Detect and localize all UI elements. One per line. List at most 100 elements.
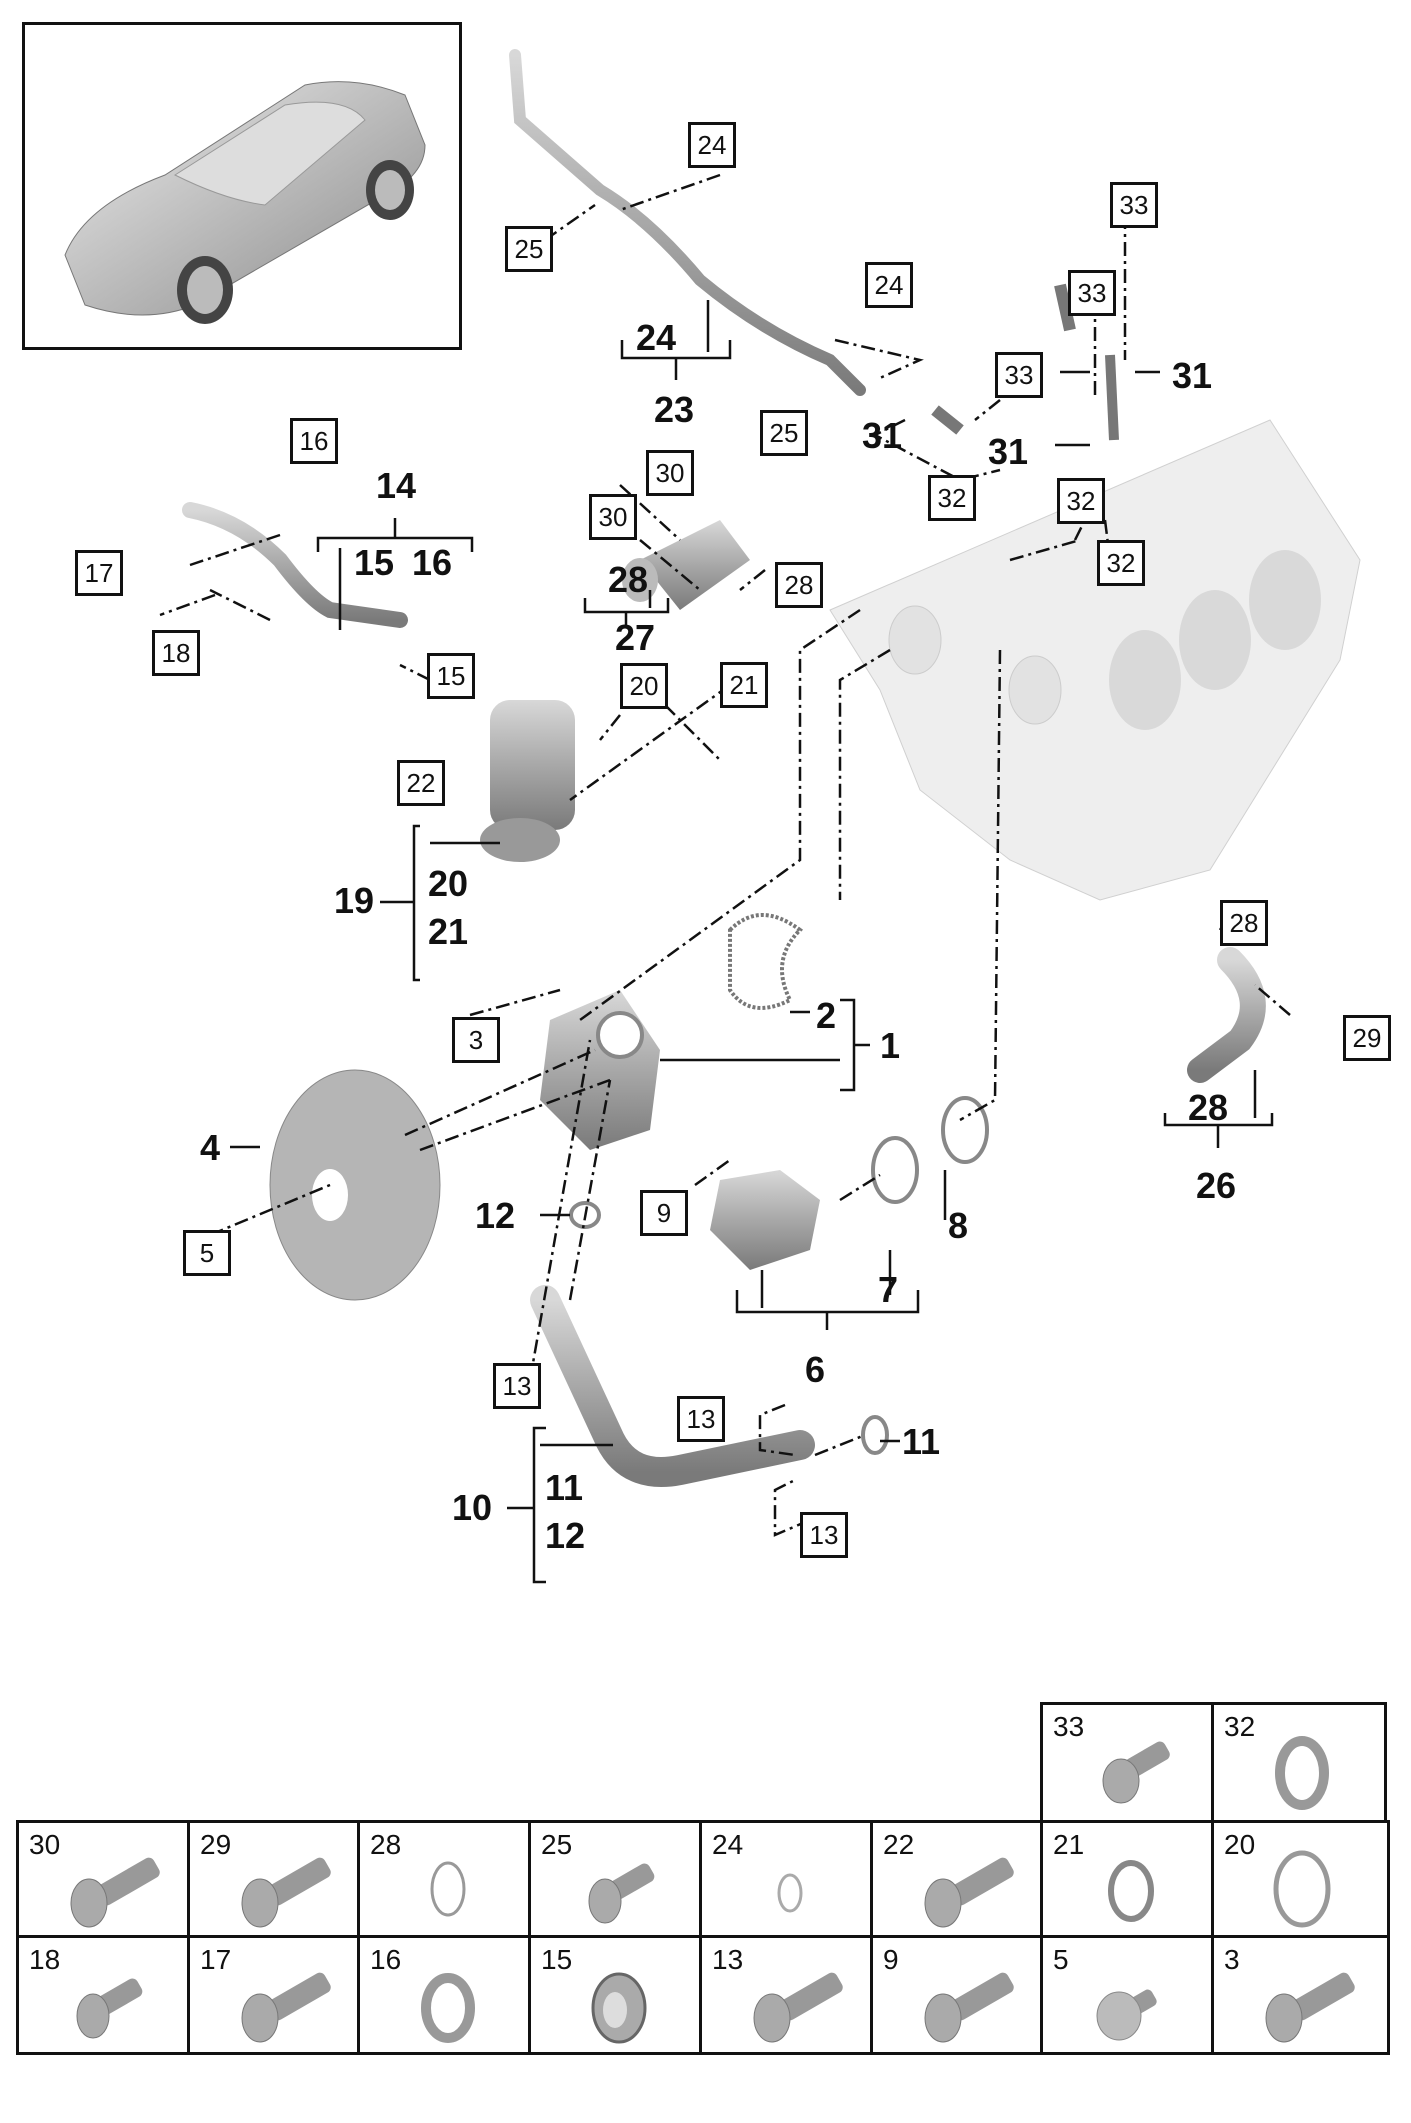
retaining-ring-icon [1108, 1860, 1154, 1922]
o-ring-small-icon [777, 1873, 803, 1913]
table-cell: 16 [357, 1935, 531, 2055]
table-cell: 24 [699, 1820, 873, 1938]
callout-box-30: 30 [646, 450, 694, 496]
o-ring-large-icon [1273, 1850, 1331, 1928]
callout-box-33: 33 [995, 352, 1043, 398]
o-ring-icon [1275, 1736, 1329, 1810]
part-number: 30 [29, 1829, 61, 1860]
callout-box-28: 28 [775, 562, 823, 608]
callout-box-13: 13 [677, 1396, 725, 1442]
callout-label-23: 23 [654, 389, 695, 430]
pipes [182, 49, 1266, 1487]
bolt-icon [753, 1972, 843, 2043]
callout-label-2: 2 [816, 995, 837, 1036]
vehicle-overview-frame [22, 22, 462, 350]
bolt-icon [1102, 1741, 1170, 1804]
callout-box-24: 24 [865, 262, 913, 308]
callout-box-3: 3 [452, 1017, 500, 1063]
table-cell: 32 [1211, 1702, 1387, 1823]
table-cell: 15 [528, 1935, 702, 2055]
part-number: 22 [883, 1829, 915, 1860]
callout-box-32: 32 [1057, 478, 1105, 524]
callout-label-7: 7 [878, 1269, 899, 1310]
callout-label-11: 11 [545, 1467, 584, 1508]
callout-box-32: 32 [928, 475, 976, 521]
part-number: 21 [1053, 1829, 1085, 1860]
callout-label-12: 12 [545, 1515, 586, 1556]
part-number: 17 [200, 1944, 232, 1975]
bolt-short-icon [76, 1978, 143, 2039]
callout-label-11: 11 [902, 1421, 941, 1462]
seal-rings [569, 913, 989, 1455]
part-number: 15 [541, 1944, 573, 1975]
callout-label-31: 31 [988, 431, 1029, 472]
part-number: 13 [712, 1944, 744, 1975]
callout-label-19: 19 [334, 880, 375, 921]
callout-label-26: 26 [1196, 1165, 1237, 1206]
callout-label-27: 27 [615, 617, 656, 658]
callout-box-33: 33 [1110, 182, 1158, 228]
table-cell: 25 [528, 1820, 702, 1938]
engine-block [829, 419, 1361, 901]
callout-box-17: 17 [75, 550, 123, 596]
callout-box-25: 25 [505, 226, 553, 272]
callout-label-1: 1 [880, 1025, 901, 1066]
callout-box-25: 25 [760, 410, 808, 456]
part-number: 29 [200, 1829, 232, 1860]
callout-box-5: 5 [183, 1230, 231, 1276]
table-cell: 5 [1040, 1935, 1214, 2055]
callout-label-28: 28 [1188, 1087, 1229, 1128]
callout-box-13: 13 [493, 1363, 541, 1409]
table-cell: 22 [870, 1820, 1043, 1938]
callout-label-14: 14 [376, 465, 417, 506]
bolt-icon [1265, 1972, 1355, 2043]
part-number: 28 [370, 1829, 402, 1860]
table-cell: 20 [1211, 1820, 1390, 1938]
table-cell: 29 [187, 1820, 360, 1938]
callout-box-13: 13 [800, 1512, 848, 1558]
bolt-icon [924, 1857, 1014, 1928]
callout-box-28: 28 [1220, 900, 1268, 946]
table-cell: 28 [357, 1820, 531, 1938]
table-cell: 30 [16, 1820, 190, 1938]
bolt-icon [70, 1857, 160, 1928]
part-number: 25 [541, 1829, 573, 1860]
o-ring-thin-icon [430, 1861, 466, 1917]
table-cell: 3 [1211, 1935, 1390, 2055]
bolt-icon [241, 1972, 331, 2043]
callout-box-32: 32 [1097, 540, 1145, 586]
callout-box-15: 15 [427, 653, 475, 699]
callout-box-21: 21 [720, 662, 768, 708]
callout-box-16: 16 [290, 418, 338, 464]
callout-label-8: 8 [948, 1205, 969, 1246]
callout-label-4: 4 [200, 1127, 221, 1168]
part-number: 3 [1224, 1944, 1240, 1975]
flange-bolt-icon [1096, 1989, 1157, 2041]
part-number: 32 [1224, 1711, 1256, 1742]
callout-label-31: 31 [862, 415, 903, 456]
part-number: 18 [29, 1944, 61, 1975]
brackets [230, 300, 1274, 1584]
callout-box-29: 29 [1343, 1015, 1391, 1061]
callout-box-24: 24 [688, 122, 736, 168]
table-cell: 21 [1040, 1820, 1214, 1938]
table-cell: 18 [16, 1935, 190, 2055]
callout-box-20: 20 [620, 663, 668, 709]
callout-box-22: 22 [397, 760, 445, 806]
table-cell: 33 [1040, 1702, 1214, 1823]
table-cell: 17 [187, 1935, 360, 2055]
part-number: 16 [370, 1944, 402, 1975]
part-number: 9 [883, 1944, 899, 1975]
o-ring-thick-icon [421, 1973, 475, 2043]
callout-label-10: 10 [452, 1487, 493, 1528]
part-number: 33 [1053, 1711, 1085, 1742]
callout-box-30: 30 [589, 494, 637, 540]
bolt-icon [241, 1857, 331, 1928]
car-overview-icon [64, 81, 426, 324]
leader-lines [159, 173, 1291, 1537]
callout-label-6: 6 [805, 1349, 826, 1390]
callout-label-24: 24 [636, 317, 677, 358]
callout-label-31: 31 [1172, 355, 1213, 396]
